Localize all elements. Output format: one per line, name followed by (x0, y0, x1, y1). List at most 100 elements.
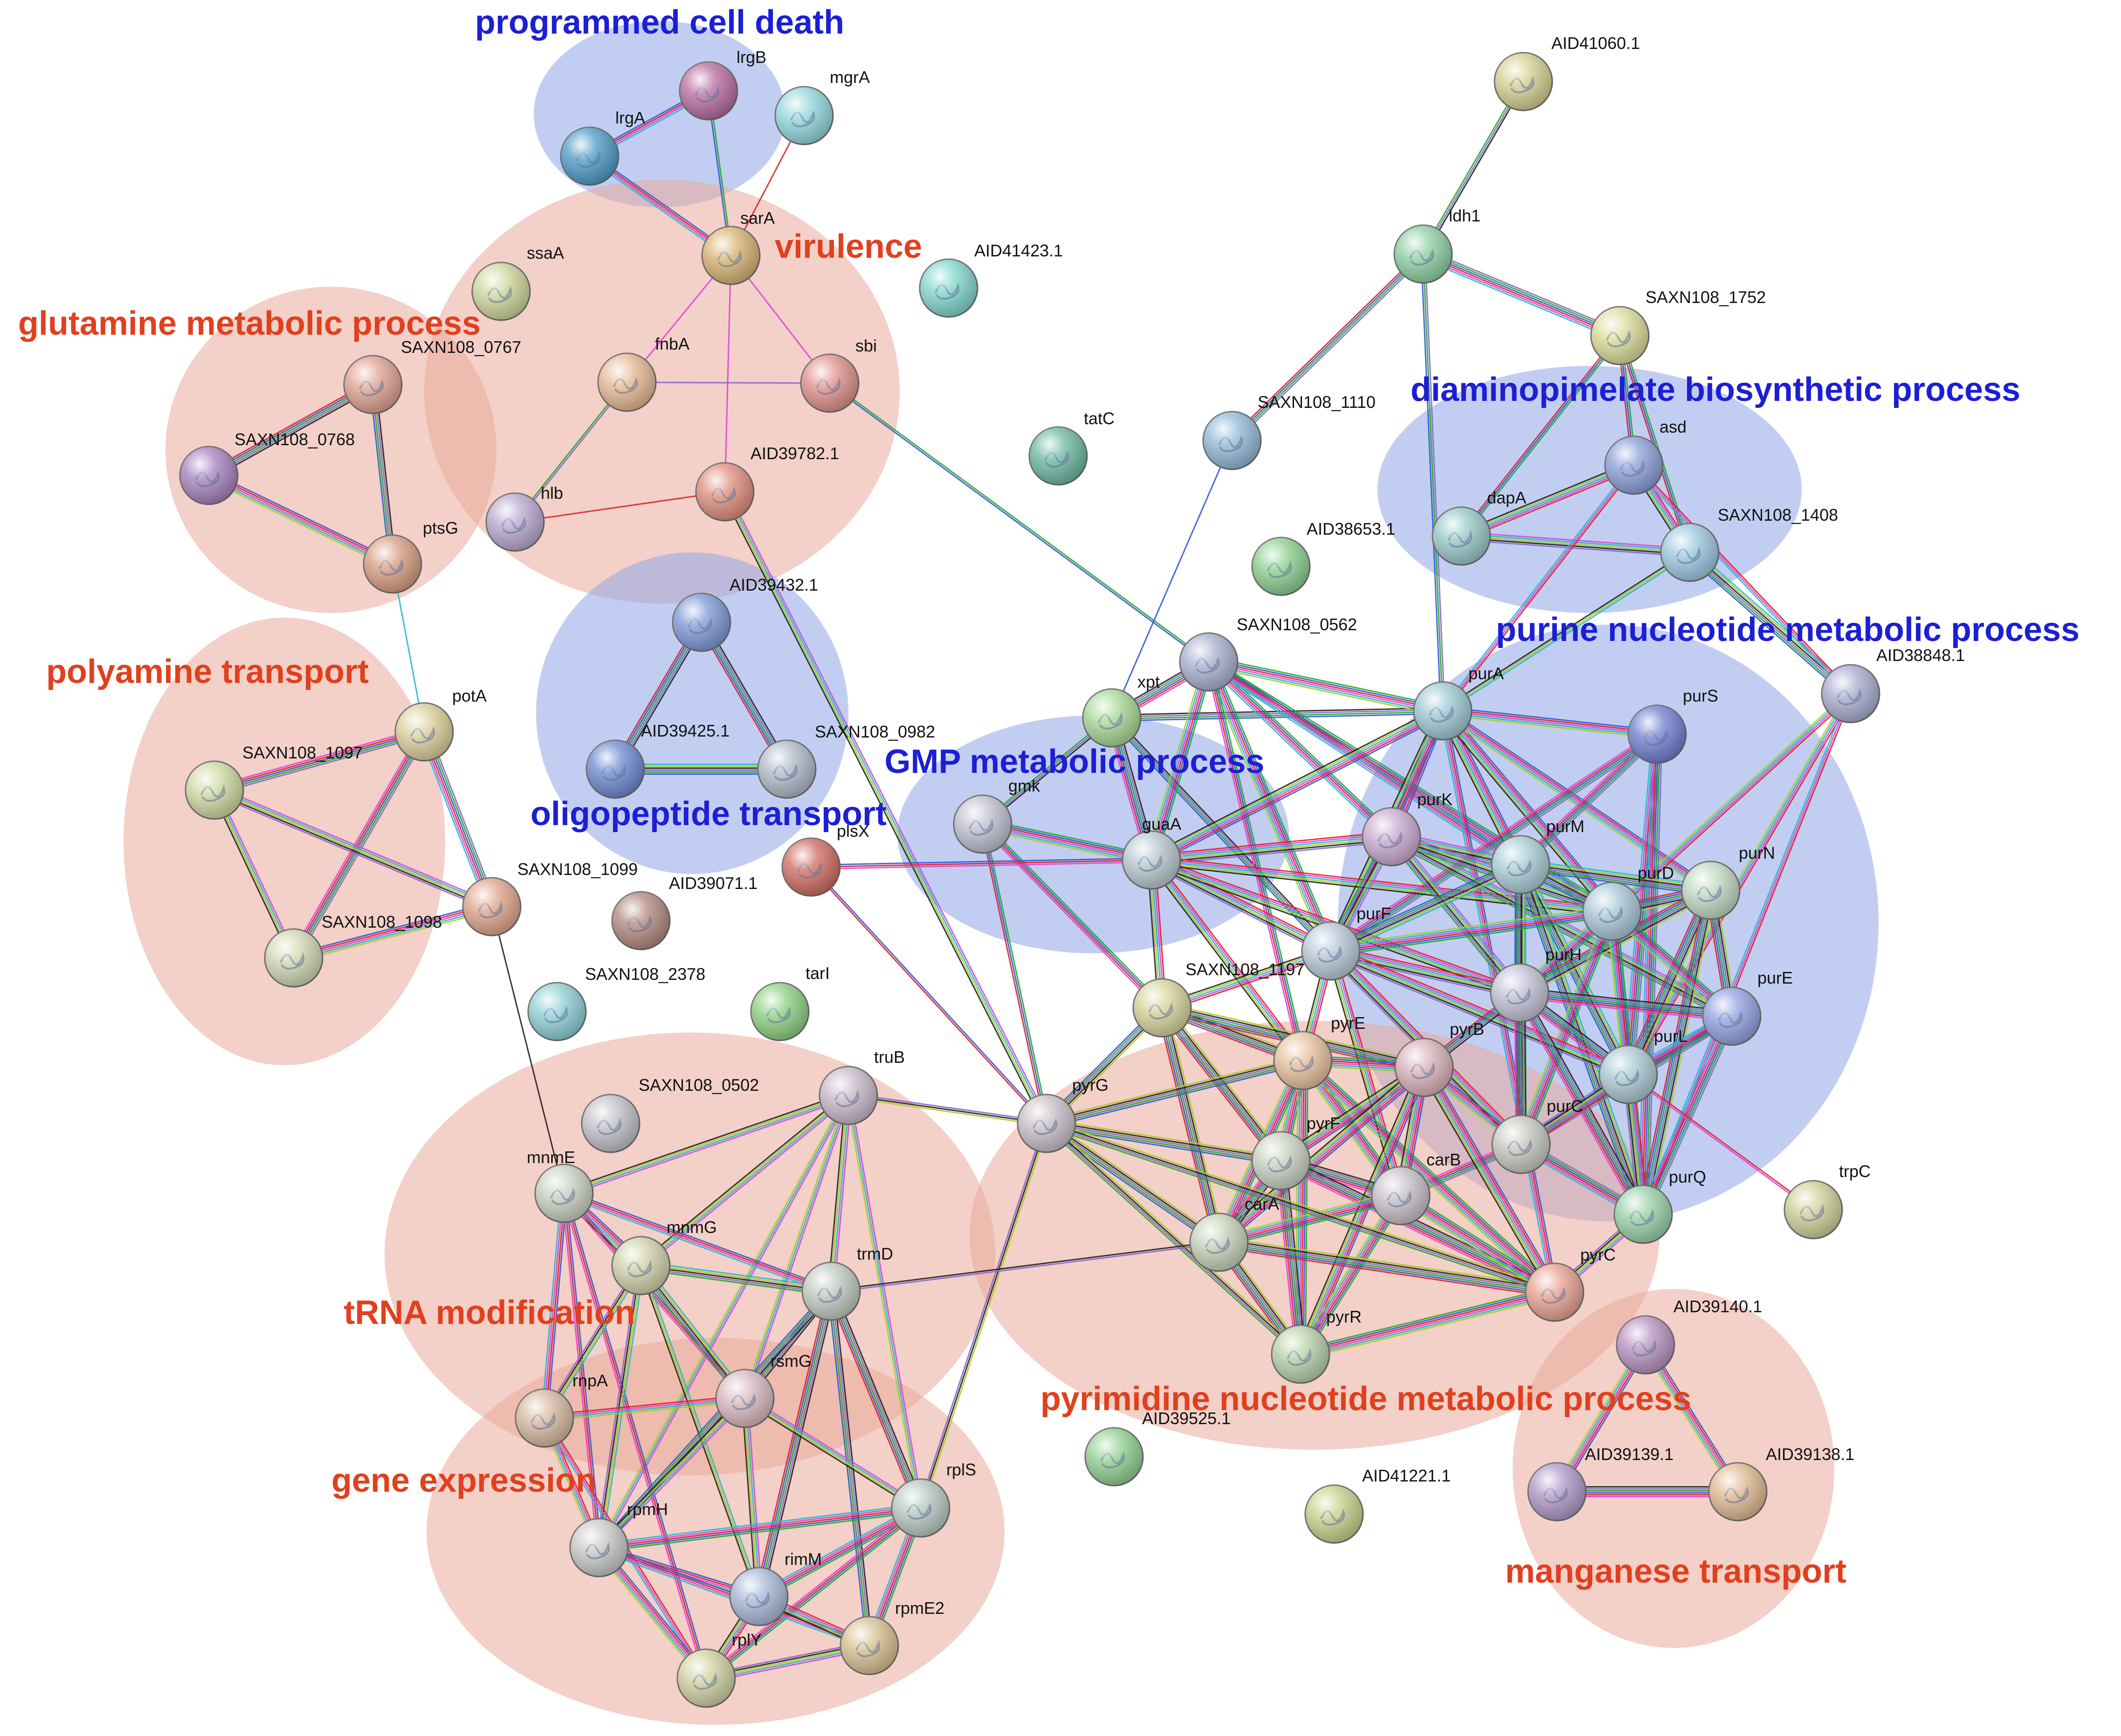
edge-mnmE-rnpA (541, 1193, 568, 1419)
protein-node-sara[interactable]: sarA (701, 208, 775, 285)
protein-node-saxn108-1097[interactable]: SAXN108_1097 (185, 743, 363, 820)
protein-node-rsmg[interactable]: rsmG (715, 1351, 812, 1428)
protein-node-pota[interactable]: potA (394, 686, 487, 762)
protein-node-saxn108-0562[interactable]: SAXN108_0562 (1179, 615, 1357, 692)
protein-node-plsx[interactable]: plsX (781, 821, 869, 897)
sphere-highlight (1305, 1485, 1363, 1543)
protein-node-guaa[interactable]: guaA (1122, 814, 1181, 890)
protein-node-ssaa[interactable]: ssaA (471, 243, 564, 321)
protein-node-aid39138-1[interactable]: AID39138.1 (1708, 1445, 1854, 1522)
protein-label: AID38653.1 (1307, 519, 1395, 538)
protein-node-tatc[interactable]: tatC (1028, 409, 1115, 486)
edge-AID41060.1-ldh1 (1421, 80, 1526, 255)
protein-node-purh[interactable]: purH (1490, 945, 1582, 1023)
protein-node-purs[interactable]: purS (1627, 686, 1718, 764)
protein-nodes: lrgB lrgA mgrA sarA ssaA AID41423.1SAXN108_07… (179, 34, 1965, 1708)
protein-label: rpmH (627, 1500, 668, 1519)
protein-node-aid39071-1[interactable]: AID39071.1 (611, 874, 758, 951)
edge-pyrR-pyrC (1299, 1287, 1556, 1360)
protein-node-saxn108-1110[interactable]: SAXN108_1110 (1202, 393, 1376, 470)
protein-node-purd[interactable]: purD (1582, 863, 1674, 941)
protein-node-carb[interactable]: carB (1371, 1150, 1461, 1226)
protein-node-saxn108-1752[interactable]: SAXN108_1752 (1590, 288, 1766, 365)
protein-node-cara[interactable]: carA (1189, 1194, 1279, 1272)
protein-node-aid38848-1[interactable]: AID38848.1 (1821, 646, 1965, 723)
protein-node-rnpa[interactable]: rnpA (515, 1371, 608, 1448)
protein-node-rpme2[interactable]: rpmE2 (840, 1598, 944, 1675)
protein-node-sbi[interactable]: sbi (800, 336, 877, 413)
cluster-label-oligopeptide-transport: oligopeptide transport (530, 795, 887, 833)
edge-purM-purN (1520, 859, 1712, 896)
protein-node-pyre[interactable]: pyrE (1273, 1013, 1365, 1090)
protein-node-pyrb[interactable]: pyrB (1394, 1020, 1484, 1097)
protein-node-aid41423-1[interactable]: AID41423.1 (919, 241, 1063, 318)
protein-node-pyrg[interactable]: pyrG (1017, 1075, 1109, 1153)
protein-node-purf[interactable]: purF (1301, 904, 1391, 981)
protein-node-ldh1[interactable]: ldh1 (1393, 206, 1481, 284)
protein-node-aid38653-1[interactable]: AID38653.1 (1251, 519, 1395, 596)
protein-node-ptsg[interactable]: ptsG (363, 518, 458, 594)
protein-node-pura[interactable]: purA (1413, 664, 1504, 741)
edge-SAXN108_0562-purF (1203, 660, 1336, 953)
protein-node-fnba[interactable]: fnbA (597, 334, 689, 412)
protein-node-lrgb[interactable]: lrgB (679, 48, 766, 121)
sphere-highlight (364, 535, 421, 593)
protein-node-mgra[interactable]: mgrA (774, 68, 870, 145)
protein-node-xpt[interactable]: xpt (1082, 672, 1160, 748)
protein-node-aid39432-1[interactable]: AID39432.1 (672, 575, 818, 652)
protein-node-aid39525-1[interactable]: AID39525.1 (1084, 1409, 1231, 1487)
protein-node-aid41221-1[interactable]: AID41221.1 (1304, 1466, 1451, 1544)
sphere-highlight (730, 1568, 788, 1626)
edge-SAXN108_1099-mnmE (491, 906, 565, 1194)
protein-node-pyrc[interactable]: pyrC (1525, 1245, 1616, 1322)
protein-node-aid39140-1[interactable]: AID39140.1 (1616, 1297, 1762, 1375)
edge-asd-AID38848.1 (1632, 463, 1853, 696)
protein-node-mnmg[interactable]: mnmG (611, 1218, 717, 1295)
edge-ldh1-purA (1420, 254, 1446, 711)
protein-node-pure[interactable]: purE (1702, 968, 1793, 1046)
protein-node-pyrr[interactable]: pyrR (1271, 1307, 1362, 1384)
protein-node-rimm[interactable]: rimM (729, 1550, 822, 1626)
protein-node-lrga[interactable]: lrgA (560, 108, 645, 186)
protein-label: AID39139.1 (1585, 1445, 1673, 1464)
protein-node-rpls[interactable]: rplS (891, 1460, 976, 1538)
protein-node-asd[interactable]: asd (1604, 417, 1687, 495)
protein-node-saxn108-1197[interactable]: SAXN108_1197 (1132, 960, 1305, 1038)
protein-node-saxn108-0502[interactable]: SAXN108_0502 (581, 1075, 759, 1153)
edge-rnpA-rsmG (544, 1395, 745, 1422)
protein-label: SAXN108_0768 (234, 430, 355, 449)
protein-node-purl[interactable]: purL (1598, 1026, 1687, 1104)
protein-label: SAXN108_0562 (1237, 615, 1357, 634)
protein-node-dapa[interactable]: dapA (1432, 488, 1526, 566)
protein-node-saxn108-0768[interactable]: SAXN108_0768 (179, 430, 355, 505)
protein-node-rply[interactable]: rplY (676, 1630, 762, 1708)
protein-node-saxn108-0767[interactable]: SAXN108_0767 (343, 338, 521, 414)
protein-node-trub[interactable]: truB (819, 1047, 905, 1125)
edge-SAXN108_0767-ptsG (369, 384, 396, 565)
protein-node-aid39139-1[interactable]: AID39139.1 (1527, 1445, 1673, 1522)
protein-node-rpmh[interactable]: rpmH (569, 1500, 668, 1578)
protein-node-gmk[interactable]: gmk (953, 776, 1040, 854)
sphere-highlight (535, 1164, 593, 1222)
protein-node-saxn108-1408[interactable]: SAXN108_1408 (1660, 505, 1838, 582)
protein-node-aid41060-1[interactable]: AID41060.1 (1494, 34, 1640, 111)
protein-node-saxn108-0982[interactable]: SAXN108_0982 (757, 722, 935, 799)
protein-node-trmd[interactable]: trmD (801, 1244, 893, 1321)
protein-node-purn[interactable]: purN (1681, 843, 1775, 920)
edge-fnbA-hlb (514, 381, 628, 524)
protein-node-purq[interactable]: purQ (1613, 1167, 1706, 1244)
protein-node-mnme[interactable]: mnmE (527, 1148, 594, 1223)
cluster-region-polyamine-transport (124, 618, 445, 1065)
protein-node-aid39782-1[interactable]: AID39782.1 (695, 444, 839, 522)
protein-node-tari[interactable]: tarI (750, 964, 830, 1041)
protein-node-purm[interactable]: purM (1491, 817, 1584, 895)
protein-node-purk[interactable]: purK (1362, 790, 1453, 867)
protein-node-saxn108-1099[interactable]: SAXN108_1099 (462, 860, 638, 937)
protein-node-purc[interactable]: purC (1491, 1096, 1583, 1174)
protein-node-saxn108-2378[interactable]: SAXN108_2378 (527, 964, 705, 1041)
protein-node-aid39425-1[interactable]: AID39425.1 (585, 721, 730, 799)
protein-node-saxn108-1098[interactable]: SAXN108_1098 (264, 912, 442, 988)
protein-node-pyrf[interactable]: pyrF (1251, 1114, 1340, 1191)
protein-node-hlb[interactable]: hlb (485, 483, 563, 552)
protein-node-trpc[interactable]: trpC (1784, 1162, 1871, 1240)
